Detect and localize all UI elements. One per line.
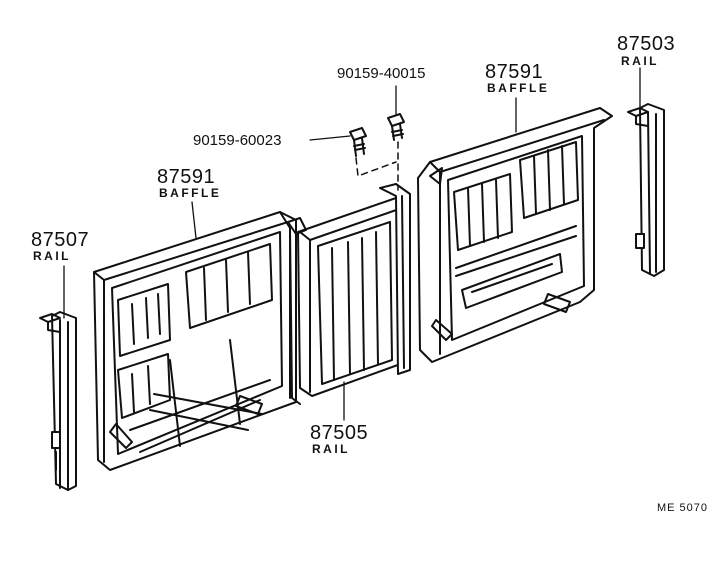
callout-baffle-right-name: BAFFLE bbox=[487, 81, 550, 95]
bolt-lower-part bbox=[349, 127, 367, 157]
callout-rail-center-number: 87505 bbox=[310, 422, 369, 444]
assembly-guide-lines bbox=[355, 141, 399, 191]
bolt-upper-part bbox=[387, 113, 405, 141]
figure-code: ME 5070 bbox=[657, 502, 709, 514]
callout-rail-left-name: RAIL bbox=[33, 249, 71, 263]
callout-baffle-left-number: 87591 bbox=[157, 166, 216, 188]
callout-rail-right-number: 87503 bbox=[617, 33, 676, 55]
callout-rail-left-number: 87507 bbox=[31, 229, 90, 251]
callout-baffle-left-name: BAFFLE bbox=[159, 186, 222, 200]
leader-lines bbox=[63, 67, 641, 421]
rail-center-part bbox=[287, 183, 411, 405]
baffle-right-part bbox=[417, 107, 613, 363]
rail-right-part bbox=[627, 103, 665, 277]
baffle-left-part bbox=[93, 211, 297, 471]
callout-bolt-upper-number: 90159-40015 bbox=[337, 65, 426, 82]
rail-left-part bbox=[39, 311, 77, 491]
callout-baffle-right-number: 87591 bbox=[485, 61, 544, 83]
callout-rail-right-name: RAIL bbox=[621, 54, 659, 68]
callout-rail-center-name: RAIL bbox=[312, 442, 350, 456]
callout-bolt-lower-number: 90159-60023 bbox=[193, 132, 282, 149]
